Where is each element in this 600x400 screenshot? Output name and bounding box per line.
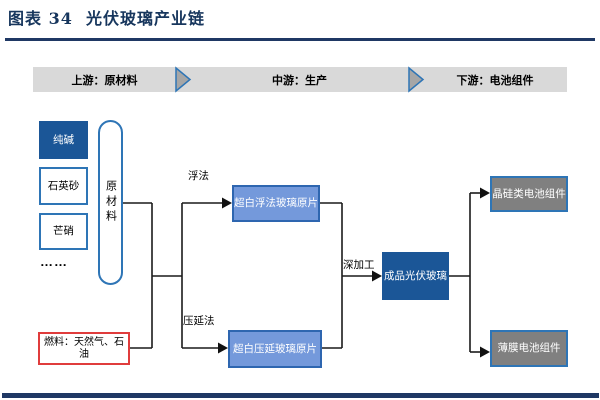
edge-label-float-process: 浮法 (188, 170, 209, 182)
edge-label-rolled-process: 压延法 (183, 315, 215, 327)
arrowhead-icon (480, 346, 490, 358)
banner-stage-upstream: 上游：原材料 (71, 74, 138, 87)
industry-stage-banner (33, 67, 567, 92)
node-raw-materials-group: 原材料 (98, 120, 123, 285)
node-rolled-glass: 超白压延玻璃原片 (228, 330, 322, 368)
arrowhead-icon (480, 187, 490, 199)
arrowhead-icon (218, 342, 228, 354)
node-soda-ash: 纯碱 (39, 121, 88, 159)
node-quartz-sand: 石英砂 (39, 167, 88, 205)
raw-materials-label: 原材料 (104, 180, 117, 225)
node-mirabilite: 芒硝 (39, 213, 88, 250)
figure-title: 图表 34 光伏玻璃产业链 (8, 9, 205, 28)
footer-rule (2, 393, 599, 398)
title-divider (5, 38, 595, 41)
node-crystalline-module: 晶硅类电池组件 (490, 176, 568, 212)
arrowhead-icon (222, 197, 232, 209)
node-finished-pv-glass: 成品光伏玻璃 (382, 252, 449, 300)
banner-stage-midstream: 中游：生产 (272, 74, 327, 87)
edge-label-deep-processing: 深加工 (343, 259, 375, 271)
node-float-glass: 超白浮法玻璃原片 (232, 185, 320, 222)
node-fuel: 燃料：天然气、石油 (38, 332, 130, 365)
node-thin-film-module: 薄膜电池组件 (490, 330, 568, 367)
ellipsis-more-materials: …… (40, 254, 68, 269)
arrowhead-icon (372, 270, 382, 282)
banner-stage-downstream: 下游：电池组件 (456, 74, 534, 87)
